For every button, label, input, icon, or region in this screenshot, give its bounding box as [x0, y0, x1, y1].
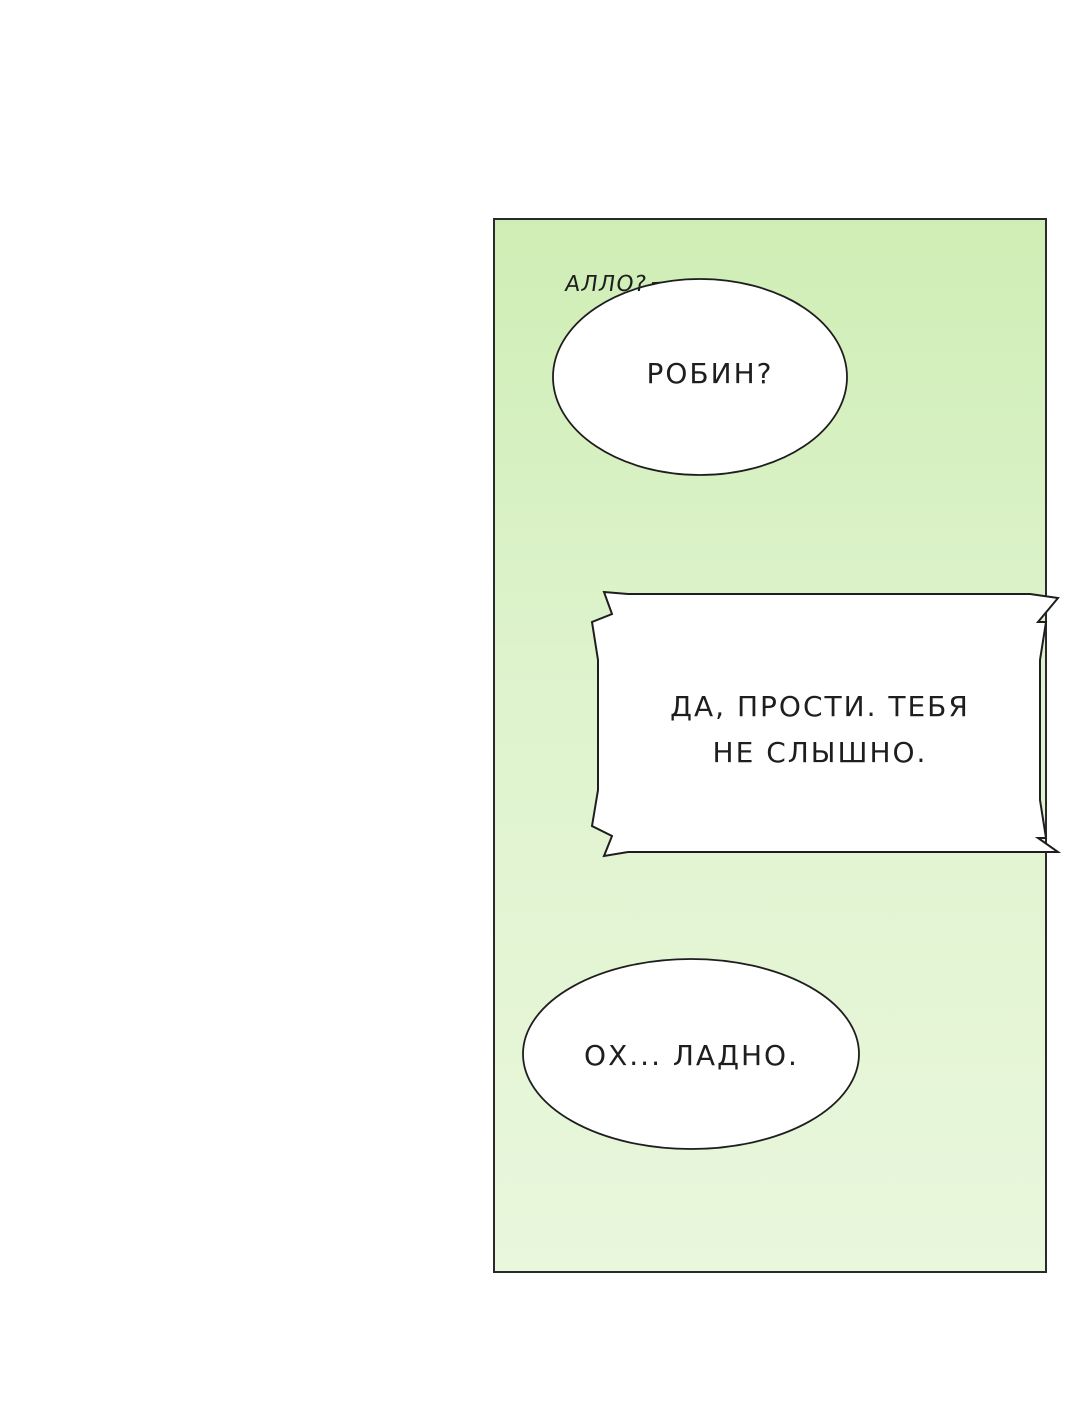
speech-bubble-1 — [552, 278, 848, 476]
speech-bubble-3 — [522, 958, 860, 1150]
offscreen-dialogue: АЛЛО? — [563, 272, 649, 297]
bubble-1-text: РОБИН? — [646, 357, 774, 390]
bubble-2-line-1: ДА, ПРОСТИ. ТЕБЯ — [670, 690, 970, 723]
bubble-2-line-2: НЕ СЛЫШНО. — [712, 736, 928, 769]
bubble-3-text: ОХ... ЛАДНО. — [584, 1039, 799, 1072]
bubble-2-text: ДА, ПРОСТИ. ТЕБЯ НЕ СЛЫШНО. — [610, 684, 1030, 776]
speech-bubble-2 — [590, 590, 1062, 858]
